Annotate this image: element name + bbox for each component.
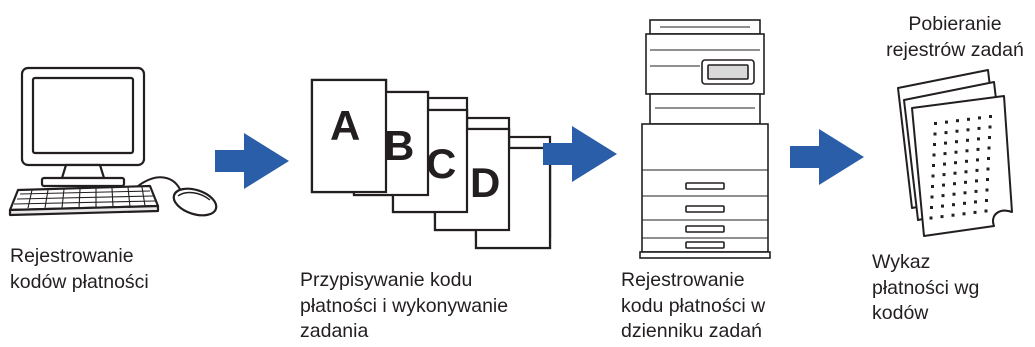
- report-title: Pobieranie rejestrów zadań: [886, 13, 1024, 61]
- report-dot: [932, 164, 935, 167]
- caption-computer: Rejestrowanie kodów płatności: [10, 245, 149, 293]
- report-dot: [965, 159, 968, 163]
- report-dot: [930, 206, 933, 209]
- report-dot: [945, 120, 948, 124]
- report-dot: [942, 173, 946, 177]
- page-letter-c: C: [426, 140, 456, 187]
- report-dot: [978, 116, 981, 120]
- arrow-1-icon: [215, 133, 289, 189]
- report-dot: [952, 192, 956, 196]
- caption-documents: Przypisywanie kodu płatności i wykonywan…: [300, 269, 509, 343]
- page-letter-a: A: [330, 102, 360, 149]
- caption-report: Wykaz płatności wg kodów: [872, 251, 980, 325]
- report-dot: [943, 162, 946, 166]
- report-dot: [934, 122, 937, 125]
- page-letter-d: D: [470, 159, 500, 206]
- report-dots: [929, 115, 992, 220]
- report-dot: [955, 140, 958, 144]
- report-dot: [977, 126, 981, 130]
- report-dot: [955, 129, 959, 133]
- report-dot: [987, 157, 990, 160]
- report-dot: [932, 153, 936, 157]
- report-dot: [973, 210, 977, 214]
- report-dot: [976, 147, 980, 151]
- arrow-3-icon: [790, 129, 864, 185]
- report-dot: [966, 138, 969, 142]
- report-dot: [975, 168, 979, 172]
- report-dot: [954, 161, 957, 165]
- report-dot: [964, 170, 968, 174]
- report-dot: [966, 128, 970, 132]
- report-dot: [987, 146, 991, 150]
- page-letter-b: B: [384, 122, 414, 169]
- report-dot: [964, 180, 967, 184]
- report-dot: [942, 183, 945, 187]
- report-dot: [929, 216, 933, 220]
- report-dot: [976, 158, 979, 162]
- report-dot: [988, 136, 991, 139]
- report-dot: [940, 215, 944, 219]
- report-dot: [963, 191, 967, 195]
- report-dot: [943, 152, 947, 156]
- report-dot: [941, 194, 945, 198]
- report-dot: [953, 171, 957, 175]
- report-dot: [975, 179, 978, 183]
- printer-icon: [639, 19, 771, 259]
- report-dot: [989, 115, 992, 118]
- report-dot: [984, 209, 988, 213]
- report-dot: [951, 213, 955, 217]
- report-dot: [953, 182, 956, 186]
- report-dot: [962, 212, 966, 216]
- report-dot: [963, 201, 966, 205]
- report-dot: [974, 200, 977, 204]
- report-dot: [988, 125, 992, 129]
- arrow-2-icon: [543, 126, 617, 182]
- computer-icon: [8, 66, 218, 217]
- report-dot: [985, 188, 989, 192]
- caption-printer: Rejestrowanie kodu płatności w dzienniku…: [621, 269, 766, 343]
- report-dot: [967, 117, 970, 121]
- report-dot: [931, 174, 935, 178]
- report-dot: [944, 141, 947, 145]
- report-dot: [954, 150, 958, 154]
- report-dot: [931, 185, 934, 188]
- report-dot: [977, 137, 980, 141]
- report-dot: [952, 203, 955, 207]
- report-dot: [944, 131, 948, 135]
- report-dot: [986, 178, 989, 181]
- report-dot: [956, 119, 959, 123]
- report-dot: [965, 149, 969, 153]
- report-dot: [986, 167, 990, 171]
- report-dot: [985, 199, 988, 202]
- report-dot: [930, 195, 934, 199]
- report-dot: [941, 204, 944, 208]
- report-dot: [974, 189, 978, 193]
- report-dot: [933, 143, 936, 146]
- report-dot: [933, 132, 937, 136]
